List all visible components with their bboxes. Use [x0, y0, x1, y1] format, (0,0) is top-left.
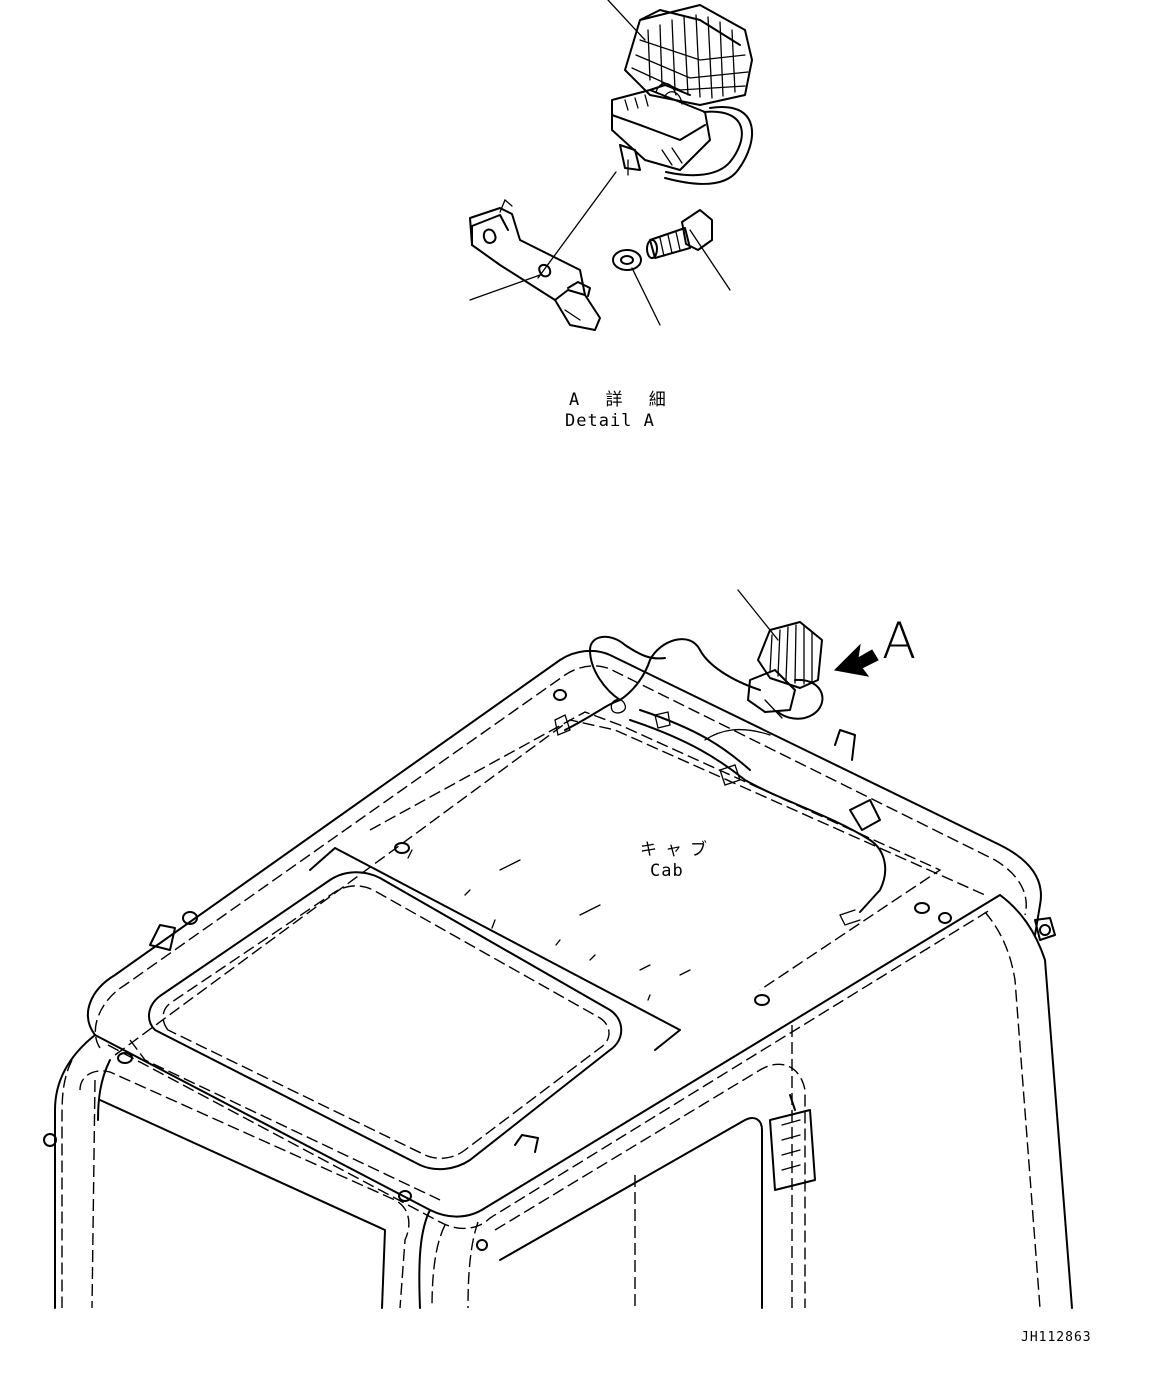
- wiring-harness: [554, 635, 887, 926]
- cab-roof-outline: [86, 649, 1042, 1036]
- view-arrow-a: [833, 643, 879, 677]
- cab-label-jp: キャブ: [640, 840, 715, 860]
- skylight-panel: [148, 871, 623, 1171]
- cab-label-en: Cab: [650, 861, 684, 881]
- detail-a-view: [469, 0, 754, 331]
- cab-work-lamp: [747, 621, 824, 720]
- mounting-bracket: [469, 198, 601, 331]
- detail-a-title-jp: A 詳 細: [569, 390, 674, 410]
- roof-fasteners: [43, 689, 952, 1251]
- washer: [612, 249, 642, 271]
- leader-cab-lamp: [737, 589, 779, 641]
- drawing-number: JH112863: [1021, 1330, 1092, 1345]
- bolt: [646, 209, 713, 259]
- work-lamp: [624, 4, 753, 106]
- detail-a-title-en: Detail A: [565, 411, 655, 431]
- leader-lamp: [607, 0, 646, 41]
- door-hinge: [769, 1094, 816, 1191]
- leader-bolt: [689, 229, 731, 291]
- view-marker-a: A: [882, 612, 917, 670]
- cab-left-pillar: [54, 1034, 96, 1309]
- cab-view: [43, 589, 1073, 1309]
- harness-loop: [664, 105, 754, 185]
- leader-washer: [631, 267, 661, 326]
- leader-bracket: [469, 274, 541, 301]
- lamp-base-bracket: [611, 82, 711, 176]
